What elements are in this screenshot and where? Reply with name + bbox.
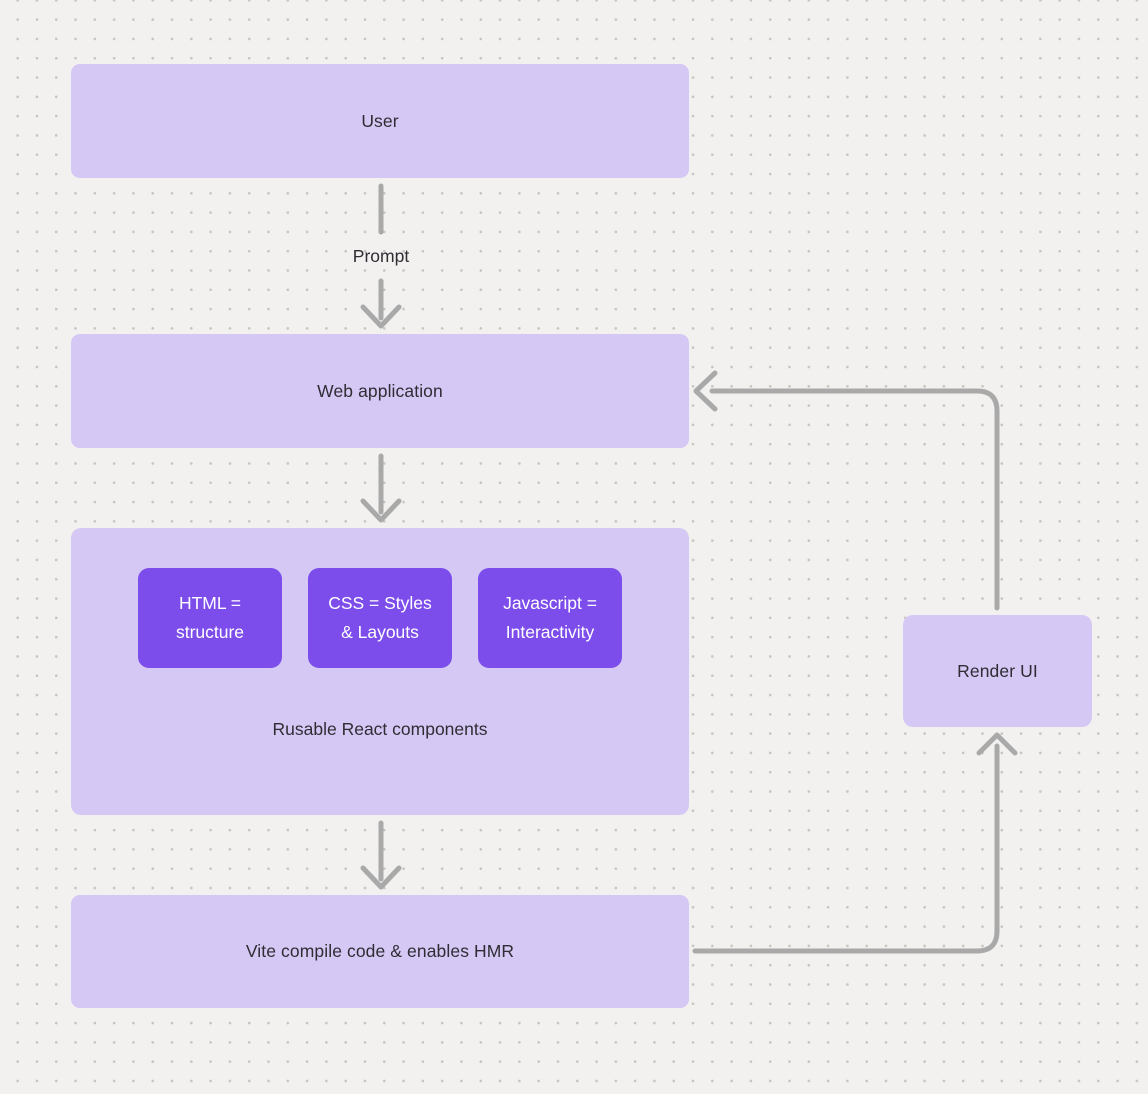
chip-html-line1: HTML = [178, 593, 242, 613]
chip-html[interactable]: HTML = structure [138, 568, 282, 668]
connector-render-ui-to-web[interactable] [709, 388, 1000, 611]
chip-javascript[interactable]: Javascript = Interactivity [478, 568, 622, 668]
arrowhead-down-components [360, 498, 402, 523]
node-web-application-label: Web application [317, 380, 443, 401]
arrowhead-left-web-application [693, 370, 718, 412]
components-group-caption: Rusable React components [272, 719, 488, 739]
node-render-ui[interactable]: Render UI [903, 615, 1092, 727]
node-vite[interactable]: Vite compile code & enables HMR [71, 895, 689, 1008]
node-web-application[interactable]: Web application [71, 334, 689, 448]
arrowhead-down-vite [360, 865, 402, 890]
node-user-label: User [361, 110, 399, 131]
chip-css[interactable]: CSS = Styles & Layouts [308, 568, 452, 668]
node-vite-label: Vite compile code & enables HMR [245, 941, 515, 961]
edge-label-prompt[interactable]: Prompt [352, 246, 410, 266]
chip-javascript-line2: Interactivity [505, 622, 595, 642]
connector-vite-to-render-ui[interactable] [692, 743, 1000, 954]
arrowhead-down-web-application [360, 304, 402, 329]
chip-javascript-line1: Javascript = [503, 593, 597, 613]
node-render-ui-label: Render UI [957, 660, 1038, 681]
chip-css-line1: CSS = Styles [328, 593, 432, 613]
chip-html-line2: structure [175, 622, 245, 642]
chip-css-line2: & Layouts [341, 622, 419, 642]
node-user[interactable]: User [71, 64, 689, 178]
arrowhead-up-render-ui [976, 732, 1018, 756]
